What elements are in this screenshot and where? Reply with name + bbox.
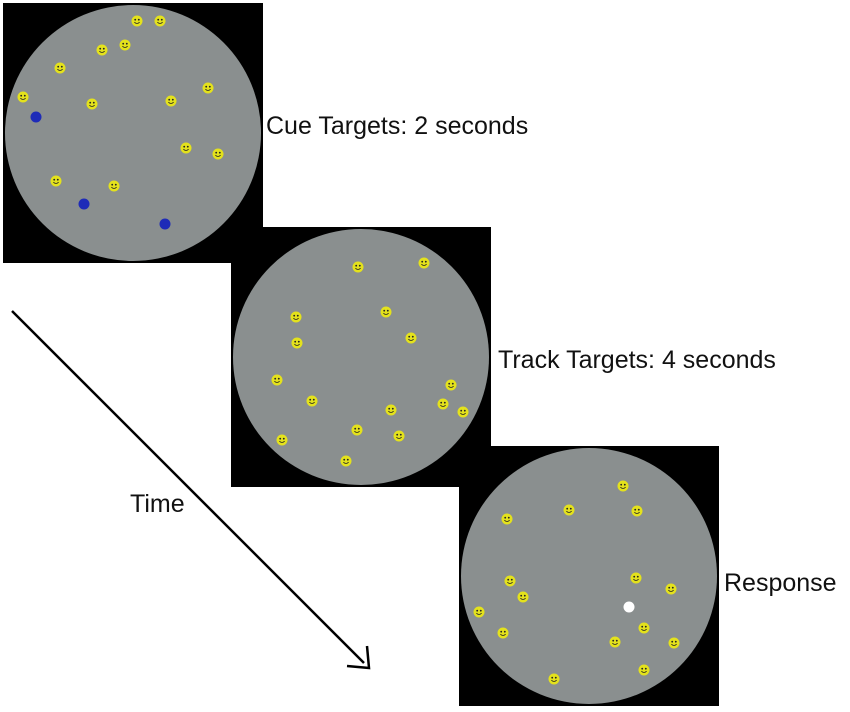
smiley-face-icon [437,398,449,410]
smiley-face-icon [306,395,318,407]
smiley-face-icon [154,15,166,27]
smiley-face-icon [50,175,62,187]
stage-response-arena [461,448,717,704]
smiley-face-icon [54,62,66,74]
arena-circle [5,5,261,261]
blue-dot-icon [30,111,42,123]
smiley-face-icon [212,148,224,160]
smiley-face-icon [617,480,629,492]
smiley-face-icon [548,673,560,685]
smiley-face-icon [291,337,303,349]
smiley-face-icon [501,513,513,525]
smiley-face-icon [276,434,288,446]
smiley-face-icon [630,572,642,584]
smiley-face-icon [131,15,143,27]
smiley-face-icon [668,637,680,649]
smiley-face-icon [517,591,529,603]
smiley-face-icon [638,622,650,634]
stage-track-arena [233,229,489,485]
smiley-face-icon [418,257,430,269]
smiley-face-icon [340,455,352,467]
smiley-face-icon [165,95,177,107]
smiley-face-icon [290,311,302,323]
smiley-face-icon [497,627,509,639]
smiley-face-icon [380,306,392,318]
smiley-face-icon [271,374,283,386]
stage-cue-panel [3,3,263,263]
smiley-face-icon [108,180,120,192]
time-label: Time [130,490,185,518]
smiley-face-icon [631,505,643,517]
stage-response-label: Response [724,569,837,597]
stage-track-label: Track Targets: 4 seconds [498,346,776,374]
smiley-face-icon [405,332,417,344]
smiley-face-icon [17,91,29,103]
smiley-face-icon [180,142,192,154]
arena-circle [461,448,717,704]
smiley-face-icon [504,575,516,587]
white-probe-icon [623,601,635,613]
smiley-face-icon [393,430,405,442]
smiley-face-icon [351,424,363,436]
smiley-face-icon [385,404,397,416]
smiley-face-icon [457,406,469,418]
stage-cue-arena [5,5,261,261]
blue-dot-icon [159,218,171,230]
smiley-face-icon [609,636,621,648]
smiley-face-icon [445,379,457,391]
stage-cue-label: Cue Targets: 2 seconds [266,112,529,140]
smiley-face-icon [473,606,485,618]
smiley-face-icon [563,504,575,516]
smiley-face-icon [96,44,108,56]
smiley-face-icon [86,98,98,110]
stage-track-panel [231,227,491,487]
smiley-face-icon [202,82,214,94]
smiley-face-icon [352,261,364,273]
stage-response-panel [459,446,719,706]
smiley-face-icon [119,39,131,51]
smiley-face-icon [638,664,650,676]
smiley-face-icon [665,583,677,595]
blue-dot-icon [78,198,90,210]
